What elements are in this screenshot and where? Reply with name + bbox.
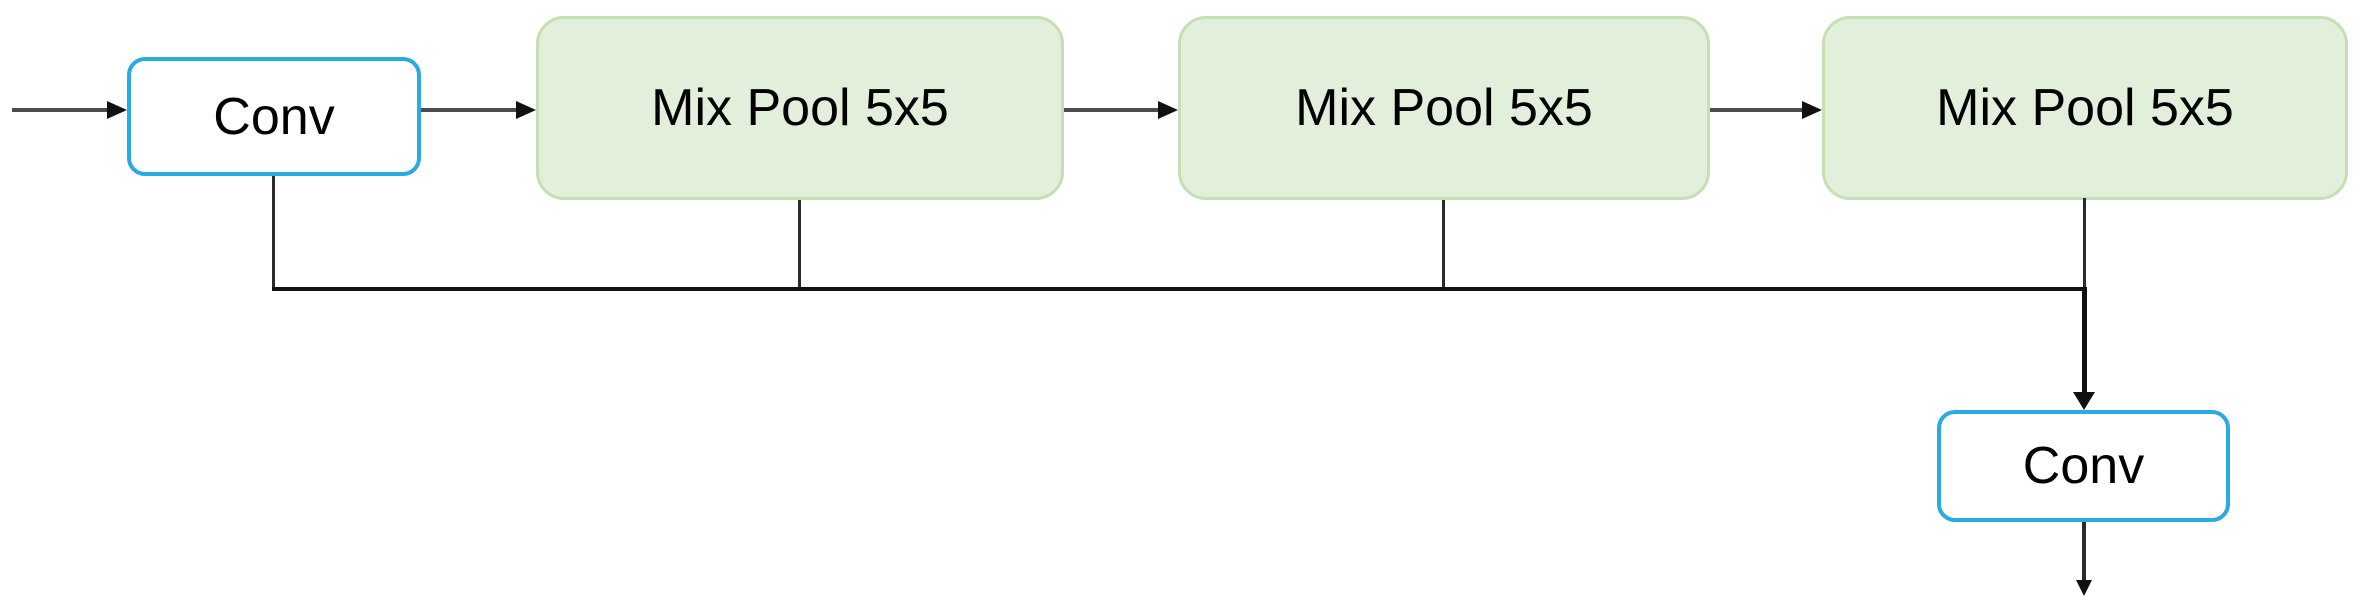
skip-drop-pool2 [1442, 200, 1445, 290]
concat-bus-line [272, 287, 2086, 291]
input-arrow-line [12, 108, 108, 112]
skip-drop-pool3 [2083, 198, 2086, 290]
node-mix-pool-2: Mix Pool 5x5 [1178, 16, 1710, 200]
node-mix-pool-3-label: Mix Pool 5x5 [1936, 79, 2234, 137]
pool1-to-pool2-arrow-head [1158, 101, 1178, 119]
input-arrow-head [107, 101, 127, 119]
skip-drop-conv-input [272, 176, 275, 290]
node-conv-output-label: Conv [2022, 437, 2145, 495]
pool2-to-pool3-arrow-head [1802, 101, 1822, 119]
node-conv-output: Conv [1937, 410, 2230, 522]
pool1-to-pool2-arrow-line [1064, 108, 1159, 112]
bus-to-conv-output-line [2082, 287, 2087, 393]
conv-to-pool1-arrow-line [421, 108, 517, 112]
node-mix-pool-1-label: Mix Pool 5x5 [651, 79, 949, 137]
output-arrow-line [2082, 522, 2086, 581]
node-mix-pool-3: Mix Pool 5x5 [1822, 16, 2348, 200]
bus-to-conv-output-head [2073, 392, 2095, 410]
node-conv-input-label: Conv [213, 87, 335, 146]
node-conv-input: Conv [127, 57, 421, 176]
node-mix-pool-2-label: Mix Pool 5x5 [1295, 79, 1593, 137]
output-arrow-head [2076, 580, 2092, 596]
pool2-to-pool3-arrow-line [1710, 108, 1803, 112]
conv-to-pool1-arrow-head [516, 101, 536, 119]
node-mix-pool-1: Mix Pool 5x5 [536, 16, 1064, 200]
skip-drop-pool1 [798, 200, 801, 290]
